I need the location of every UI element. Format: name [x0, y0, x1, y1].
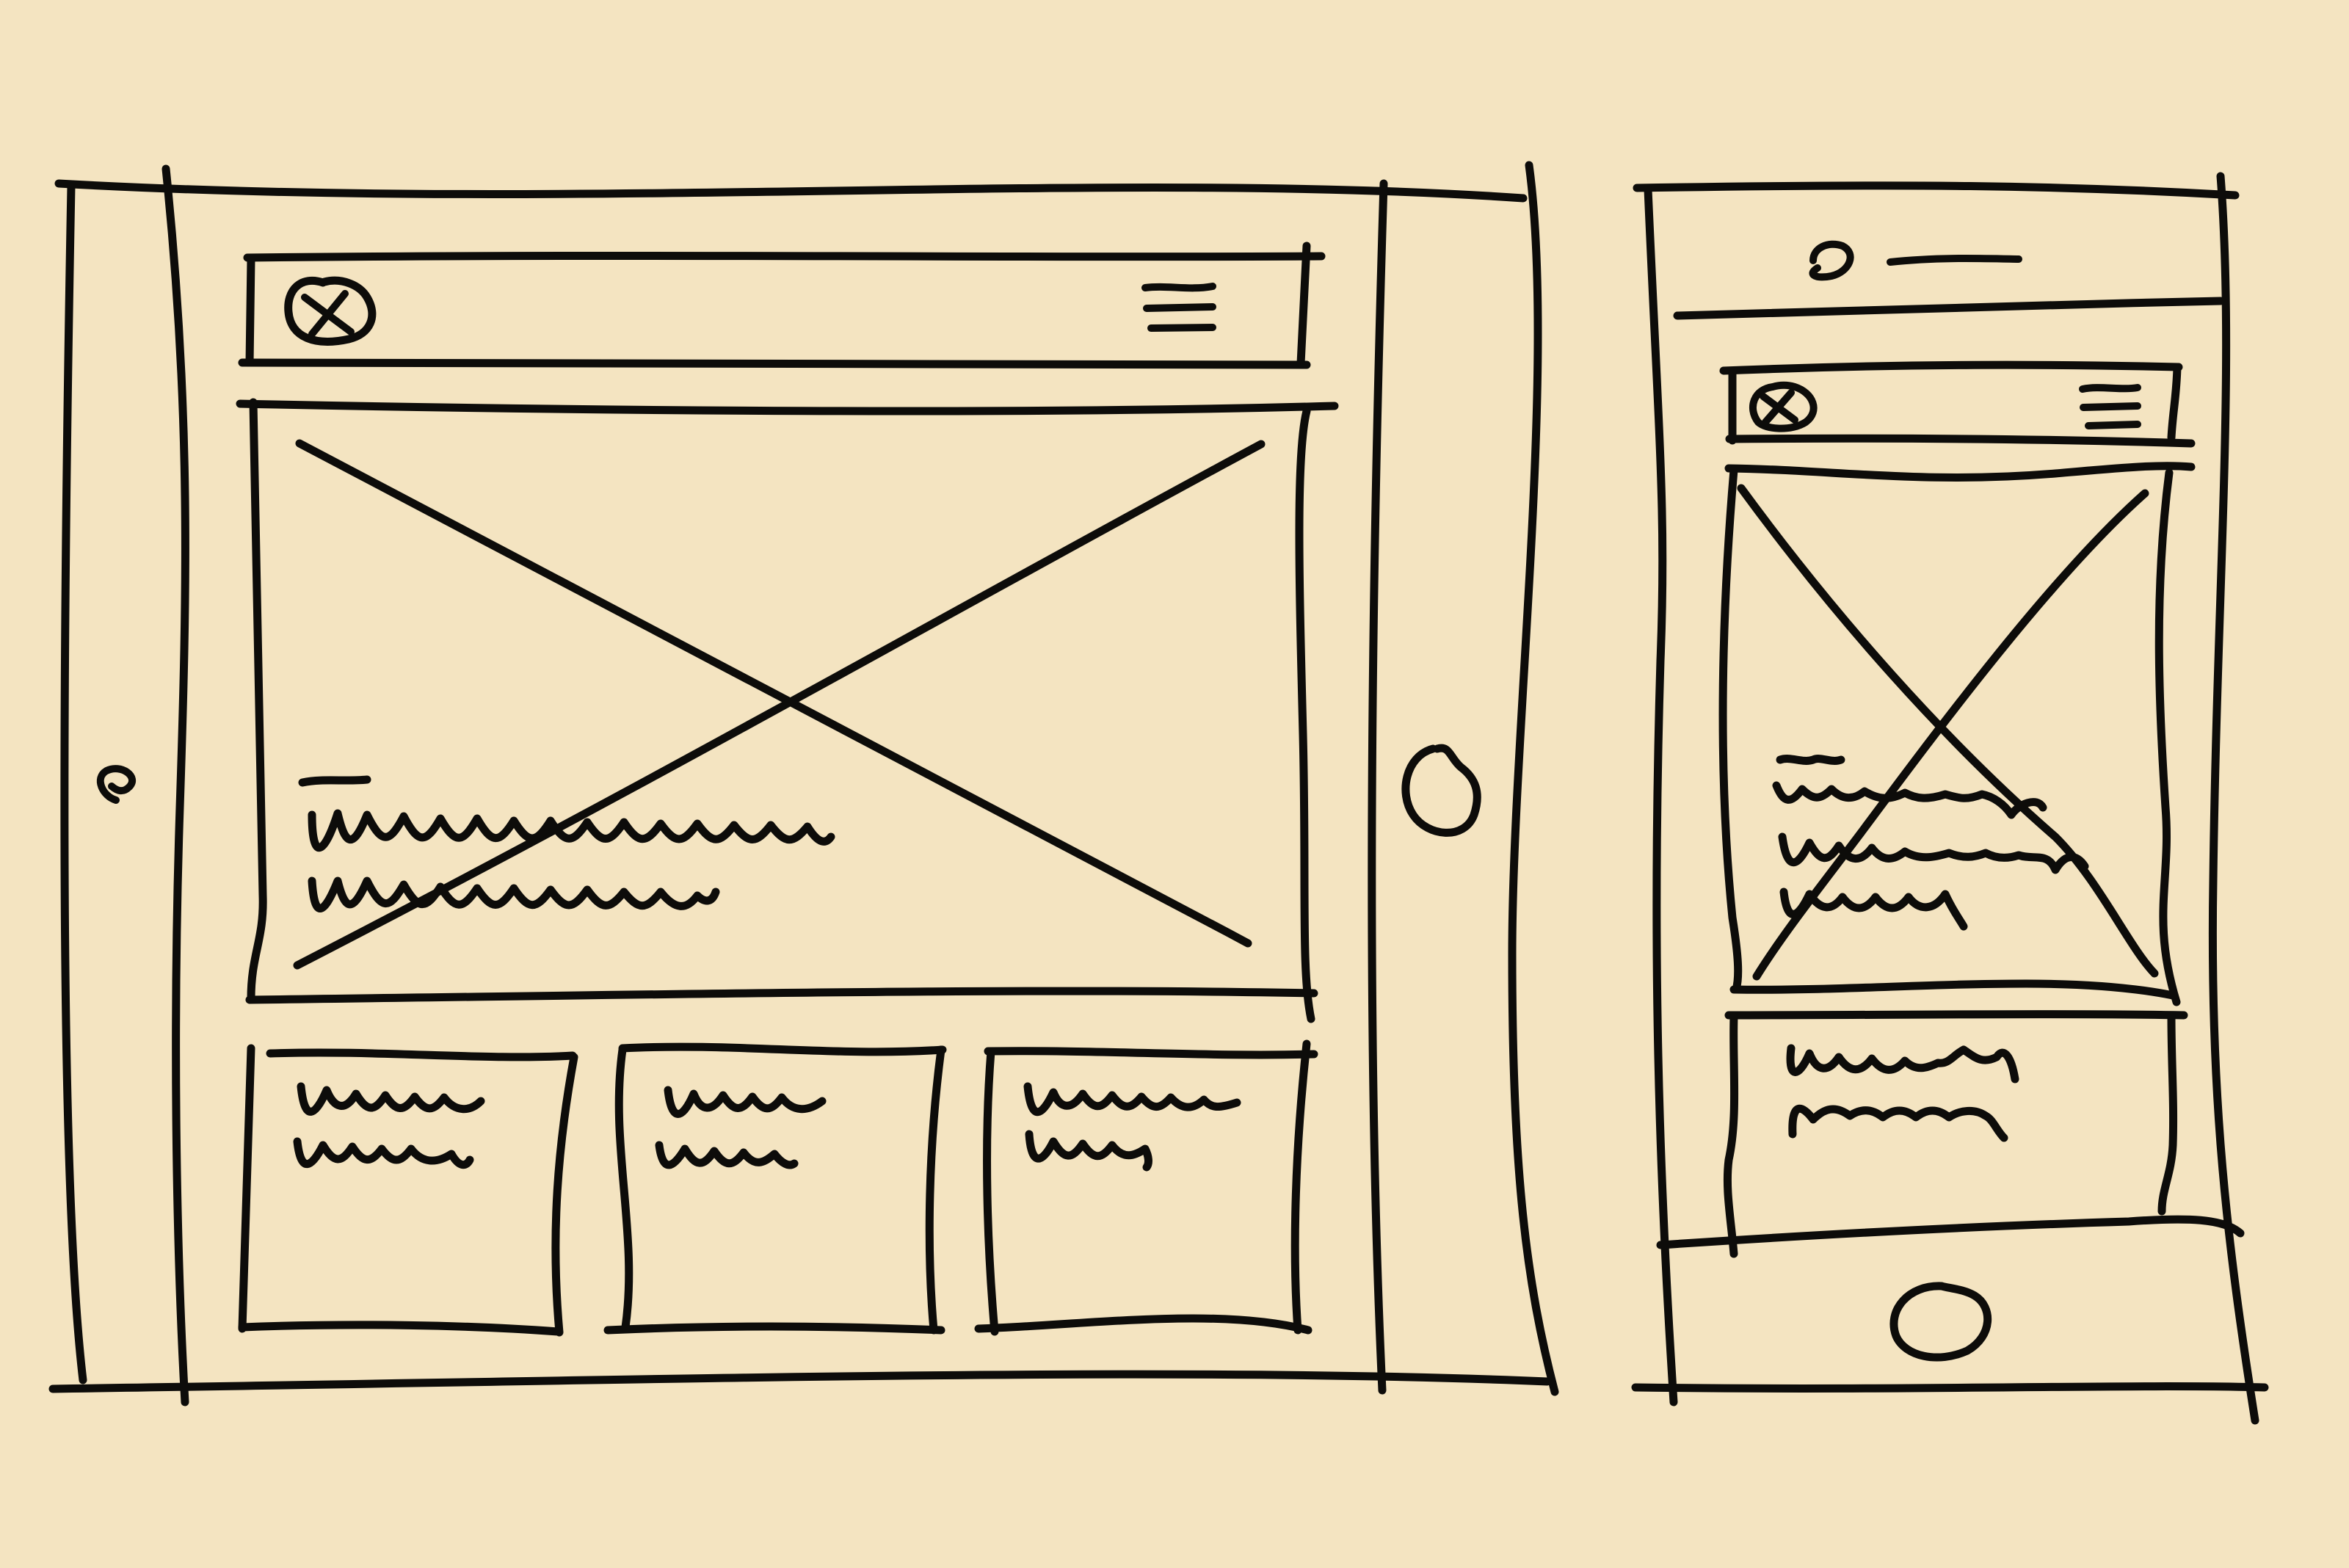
phone-hero-text-scribble	[1772, 755, 2089, 931]
phone-frame	[1631, 172, 2269, 1425]
phone-header-bar	[1719, 360, 2196, 448]
hero-text-scribble	[298, 775, 835, 912]
phone-content-card[interactable]	[1723, 1010, 2188, 1258]
camera-dot-icon	[96, 765, 136, 804]
feature-card[interactable]	[603, 1042, 947, 1335]
logo-icon[interactable]	[1749, 381, 1818, 432]
feature-card[interactable]	[238, 1044, 578, 1337]
home-button-icon[interactable]	[1401, 744, 1481, 837]
camera-icon	[1809, 240, 1854, 281]
phone-sketch	[1631, 172, 2269, 1425]
placeholder-cross-line	[1752, 489, 2149, 981]
hamburger-menu-icon[interactable]	[1141, 283, 1216, 332]
placeholder-cross-line	[293, 440, 1266, 970]
tablet-sketch	[48, 161, 1559, 1407]
logo-icon[interactable]	[284, 276, 377, 346]
placeholder-cross-line	[295, 439, 1252, 948]
tablet-frame	[48, 161, 1559, 1407]
hero-image-placeholder	[236, 398, 1339, 1023]
hamburger-menu-icon[interactable]	[2079, 384, 2141, 429]
phone-hero-image-placeholder	[1718, 462, 2196, 1006]
phone-home-button-icon[interactable]	[1889, 1282, 1992, 1362]
tablet-header-bar	[238, 242, 1326, 369]
speaker-icon	[1887, 254, 2022, 266]
placeholder-cross-line	[1737, 484, 2159, 978]
feature-card[interactable]	[974, 1039, 1318, 1336]
